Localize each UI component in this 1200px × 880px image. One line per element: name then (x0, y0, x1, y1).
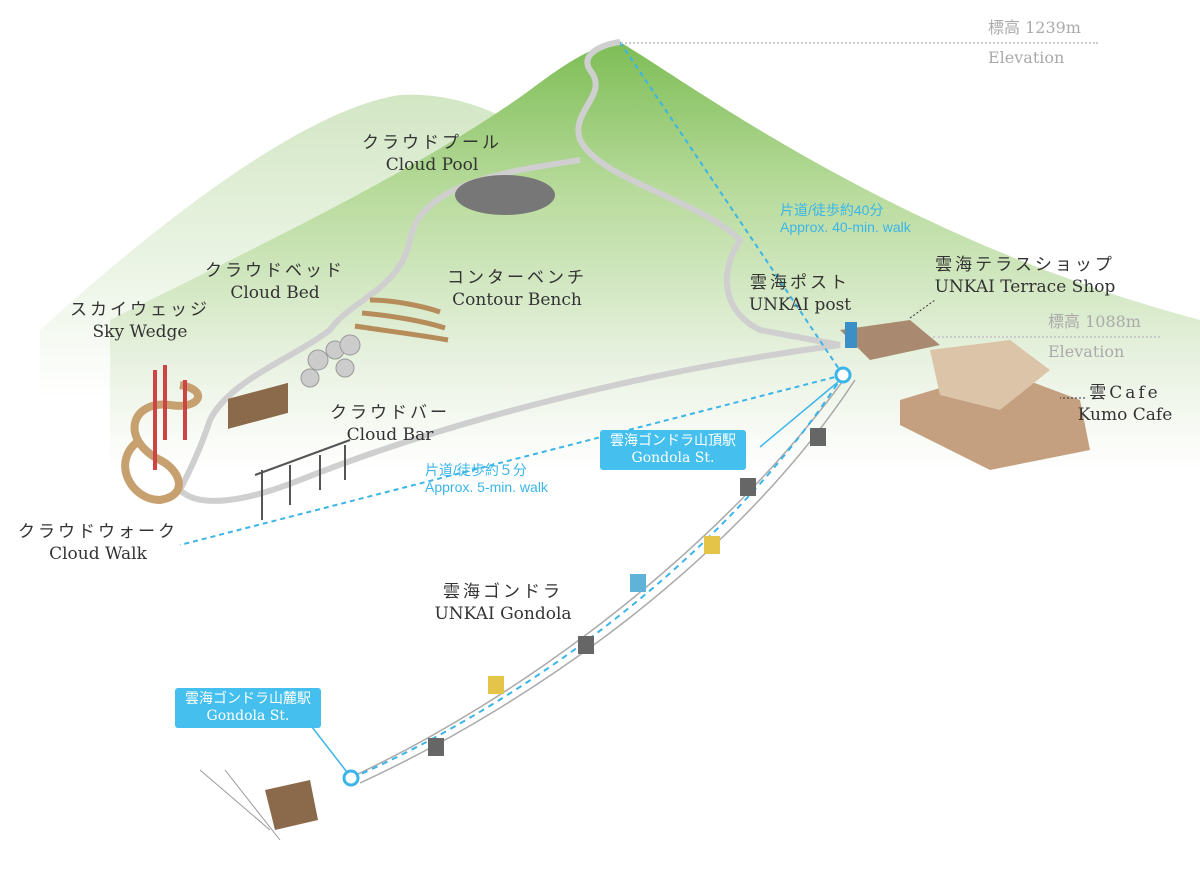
label-en: UNKAI Gondola (434, 604, 572, 624)
sky-wedge-structure (228, 382, 288, 429)
label-jp: 雲海ポスト (749, 273, 850, 293)
walk-jp: 片道/徒歩約５分 (425, 462, 527, 478)
cloud-bed-structure (300, 334, 361, 388)
elevation-value: 標高 1088m (1048, 312, 1141, 331)
elevation-value: 標高 1239m (988, 18, 1081, 37)
label-en: Contour Bench (452, 290, 582, 310)
label-en: Cloud Pool (385, 155, 479, 175)
label-jp: 雲Cafe (1089, 383, 1161, 403)
label-jp: 雲海テラスショップ (935, 255, 1115, 275)
elevation-line (933, 336, 1160, 338)
label-en: Cloud Bed (230, 283, 320, 303)
terrace-elevation: 標高 1088m Elevation (933, 310, 1160, 364)
top-station-marker (834, 366, 852, 384)
label-en: Kumo Cafe (1077, 405, 1173, 425)
walk-jp: 片道/徒歩約40分 (780, 202, 884, 218)
label-jp: コンターベンチ (447, 268, 587, 288)
label-jp: 雲海ゴンドラ (443, 582, 563, 602)
label-en: Cloud Walk (49, 544, 147, 564)
cloud-bar-structure (254, 439, 351, 520)
bottom-station-building (199, 769, 318, 841)
station-jp: 雲海ゴンドラ山頂駅 (610, 433, 736, 449)
label-en: UNKAI Terrace Shop (934, 277, 1116, 297)
cloud-pool-structure (455, 175, 555, 215)
summit-elevation: 標高 1239m Elevation (618, 16, 1098, 70)
station-en: Gondola St. (206, 708, 290, 724)
mountain (110, 42, 1200, 470)
label-jp: クラウドプール (362, 133, 502, 153)
gondola-cable (344, 377, 846, 781)
walk-route-cloud-walk (179, 374, 844, 546)
walk-en: Approx. 5-min. walk (425, 479, 548, 495)
walk-en: Approx. 40-min. walk (780, 219, 911, 235)
label-jp: クラウドベッド (205, 261, 345, 281)
gondola-route (351, 374, 844, 779)
elevation-line (618, 42, 1098, 44)
label-jp: スカイウェッジ (70, 300, 210, 320)
station-en: Gondola St. (631, 450, 715, 466)
elevation-label: Elevation (988, 48, 1065, 67)
bottom-station-marker (342, 769, 360, 787)
label-en: Sky Wedge (92, 322, 188, 342)
label-jp: クラウドウォーク (18, 522, 178, 542)
contour-bench-structure (354, 297, 449, 343)
elevation-label: Elevation (1048, 342, 1125, 361)
terrace-shop-building (840, 320, 1090, 470)
label-en: Cloud Bar (346, 425, 434, 445)
label-en: UNKAI post (748, 295, 852, 315)
label-jp: クラウドバー (330, 403, 450, 423)
station-jp: 雲海ゴンドラ山麓駅 (185, 691, 311, 707)
walk-route-summit (619, 41, 844, 376)
cloud-walk-structure (121, 381, 203, 505)
gondola-cabins (428, 428, 826, 756)
